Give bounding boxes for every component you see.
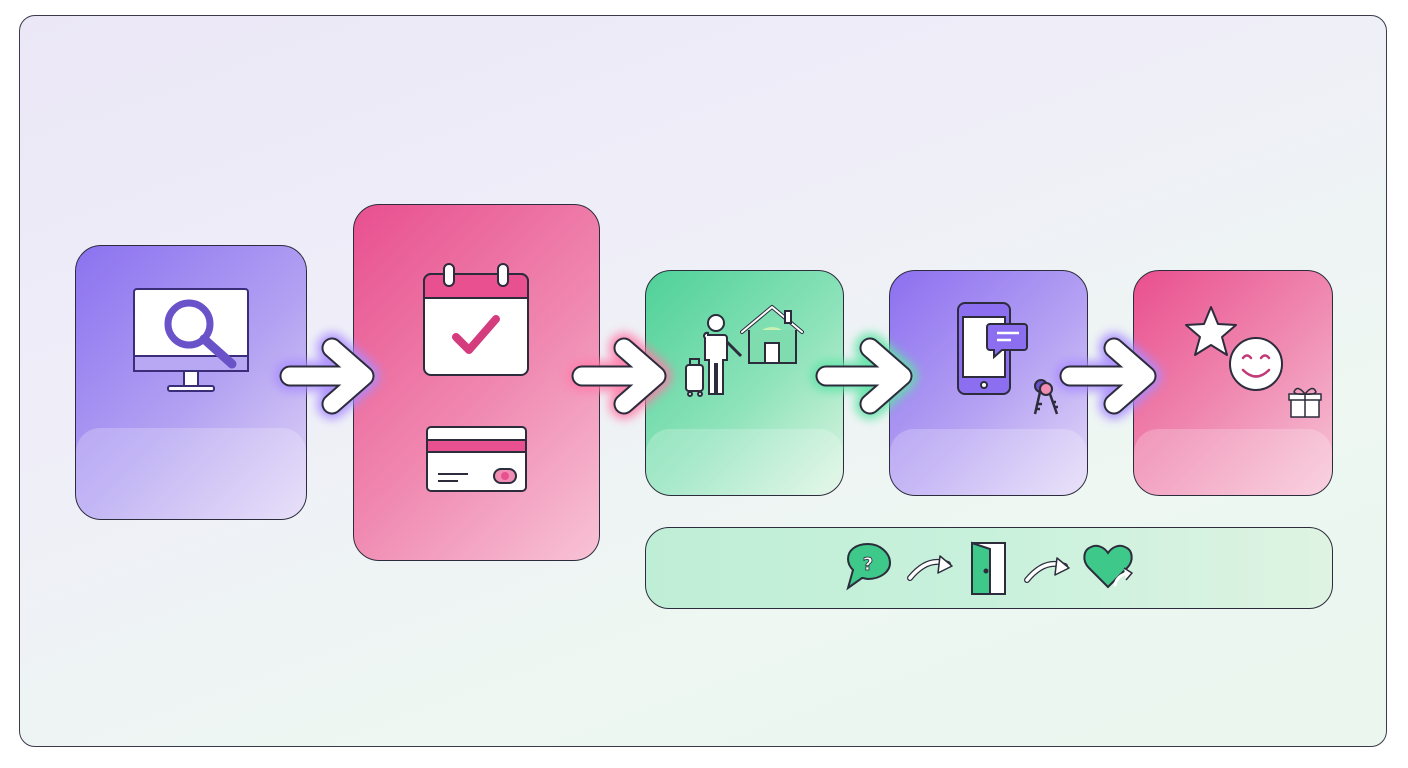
- door-exit-icon: [971, 541, 1006, 595]
- svg-text:?: ?: [863, 554, 873, 575]
- arrow-right-icon: [811, 333, 917, 419]
- traveler-luggage-icon: [685, 314, 743, 397]
- credit-card-icon: [426, 426, 527, 492]
- step-card-review: [1133, 270, 1333, 496]
- arrow-right-icon: [1055, 333, 1161, 419]
- arrow-right-icon: [567, 333, 671, 419]
- calendar-check-icon: [423, 263, 529, 376]
- step-card-arrival: [645, 270, 844, 496]
- card-footer-band: [76, 428, 306, 519]
- monitor-search-icon: [133, 288, 249, 392]
- smartphone-message-icon: [957, 302, 1028, 395]
- house-icon: [740, 305, 804, 364]
- card-footer-band: [646, 429, 843, 495]
- star-icon: [1185, 306, 1237, 356]
- curved-arrow-icon: [907, 555, 953, 581]
- keys-icon: [1033, 379, 1059, 415]
- curved-arrow-icon: [1024, 557, 1070, 583]
- card-footer-band: [890, 429, 1087, 495]
- card-footer-band: [1134, 429, 1332, 495]
- question-chat-icon: ?: [846, 542, 892, 591]
- step-card-book-and-pay: [353, 204, 600, 561]
- arrow-right-icon: [275, 333, 379, 419]
- smiley-icon: [1229, 337, 1283, 391]
- heart-return-icon: [1083, 544, 1133, 589]
- gift-icon: [1288, 387, 1322, 418]
